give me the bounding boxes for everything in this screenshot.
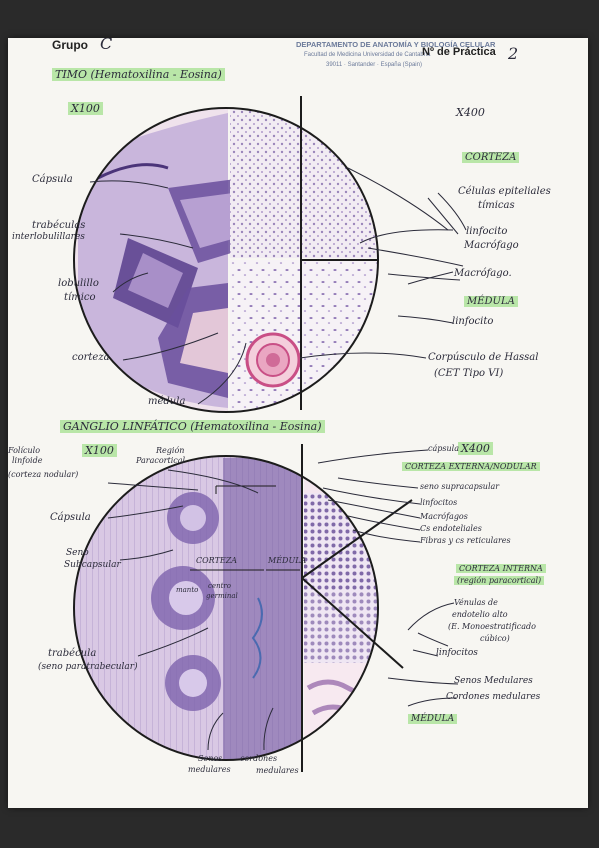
lymph-node-medula-box: MÉDULA	[408, 714, 458, 724]
label-foliculo: Folículo	[8, 446, 41, 455]
label-centro-2: germinal	[206, 592, 238, 600]
label-hassal-2: (CET Tipo VI)	[434, 368, 504, 379]
lymph-node-mag-right: X400	[458, 442, 493, 455]
worksheet-page: Grupo C DEPARTAMENTO DE ANATOMÍA Y BIOLO…	[8, 38, 588, 808]
thymus-medula-box: MÉDULA	[464, 296, 518, 307]
label-seno-2: Subcapsular	[64, 560, 121, 570]
faculty-name: Facultad de Medicina Universidad de Cant…	[304, 52, 431, 58]
label-region: Región	[156, 446, 185, 455]
label-celulas-epiteliales-2: tímicas	[478, 200, 515, 211]
lymph-node-leader-lines	[107, 449, 459, 751]
practice-value: 2	[508, 44, 519, 63]
address: 39011 · Santander · España (Spain)	[326, 62, 422, 68]
thymus-corteza-box: CORTEZA	[462, 152, 520, 163]
label-capsula: Cápsula	[32, 174, 73, 185]
label-cordones-medulares: Cordones medulares	[446, 692, 541, 702]
label-linfocitos-2: linfocitos	[436, 648, 478, 658]
label-seno: Seno	[66, 548, 89, 558]
practice-label: Nº de Práctica	[422, 46, 496, 58]
group-label: Grupo	[52, 38, 88, 52]
label-trabeculas: trabéculas	[32, 220, 86, 231]
label-trabeculas-2: interlobulillares	[12, 232, 85, 242]
label-linfocito-cortex: linfocito	[466, 226, 508, 237]
label-trabecula-2: (seno paratrabecular)	[38, 662, 138, 672]
label-senos-medulares-bottom: Senos	[198, 754, 223, 763]
label-cordones-bottom-2: medulares	[256, 766, 299, 775]
thymus-mag-left: X100	[68, 102, 103, 115]
drawing-canvas	[73, 96, 467, 772]
label-seno-supracapsular: seno supracapsular	[420, 482, 500, 491]
label-celulas-epiteliales: Células epiteliales	[458, 186, 551, 197]
thymus-drawing	[74, 108, 378, 412]
label-linfocitos-1: linfocitos	[420, 498, 458, 507]
label-venulas-3: (E. Monoestratificado	[448, 622, 536, 631]
label-macrofago-cortex: Macrófago	[464, 240, 519, 251]
label-linfocito-medula: linfocito	[452, 316, 494, 327]
label-venulas: Vénulas de	[454, 598, 498, 607]
lymph-node-title: GANGLIO LINFÁTICO (Hematoxilina - Eosina…	[60, 420, 325, 433]
lymph-node-corteza-interna-2: (región paracortical)	[454, 576, 545, 585]
label-foliculo-3: (corteza nodular)	[8, 470, 79, 479]
lymph-node-corteza-externa: CORTEZA EXTERNA/NODULAR	[402, 462, 540, 471]
thymus-mag-right: X400	[456, 106, 485, 119]
label-corteza: corteza	[72, 352, 110, 363]
label-centro: centro	[208, 582, 231, 590]
label-macrofagos: Macrófagos	[420, 512, 468, 521]
label-region-2: Paracortical	[136, 456, 186, 465]
label-medula-inside: MÉDULA	[268, 556, 307, 565]
label-trabecula: trabécula	[48, 648, 97, 659]
department-name: DEPARTAMENTO DE ANATOMÍA Y BIOLOGÍA CELU…	[296, 40, 496, 49]
label-lobulillo-2: tímico	[64, 292, 96, 303]
label-venulas-4: cúbico)	[480, 634, 510, 643]
thymus-title: TIMO (Hematoxilina - Eosina)	[52, 68, 225, 81]
lymph-node-mag-left: X100	[82, 444, 117, 457]
label-senos-medulares-bottom-2: medulares	[188, 765, 231, 774]
label-venulas-2: endotelio alto	[452, 610, 508, 619]
label-manto: manto	[176, 586, 199, 594]
label-medula: médula	[148, 396, 186, 407]
label-capsula-right: cápsula	[428, 444, 459, 453]
thymus-leader-lines	[89, 167, 467, 405]
label-senos-medulares: Senos Medulares	[454, 676, 533, 686]
label-cs-endoteliales: Cs endoteliales	[420, 524, 482, 533]
label-foliculo-2: linfoide	[12, 456, 43, 465]
label-hassal: Corpúsculo de Hassal	[428, 352, 539, 363]
label-fibras: Fibras y cs reticulares	[420, 536, 511, 545]
lymph-node-corteza-interna: CORTEZA INTERNA	[456, 564, 546, 573]
group-value: C	[100, 38, 113, 53]
label-macrofago-medula: Macrófago.	[454, 268, 512, 279]
label-cordones-bottom: cordones	[240, 754, 278, 763]
label-lobulillo: lobulillo	[58, 278, 99, 289]
label-capsula-left: Cápsula	[50, 512, 91, 523]
label-corteza-inside: CORTEZA	[196, 556, 238, 565]
